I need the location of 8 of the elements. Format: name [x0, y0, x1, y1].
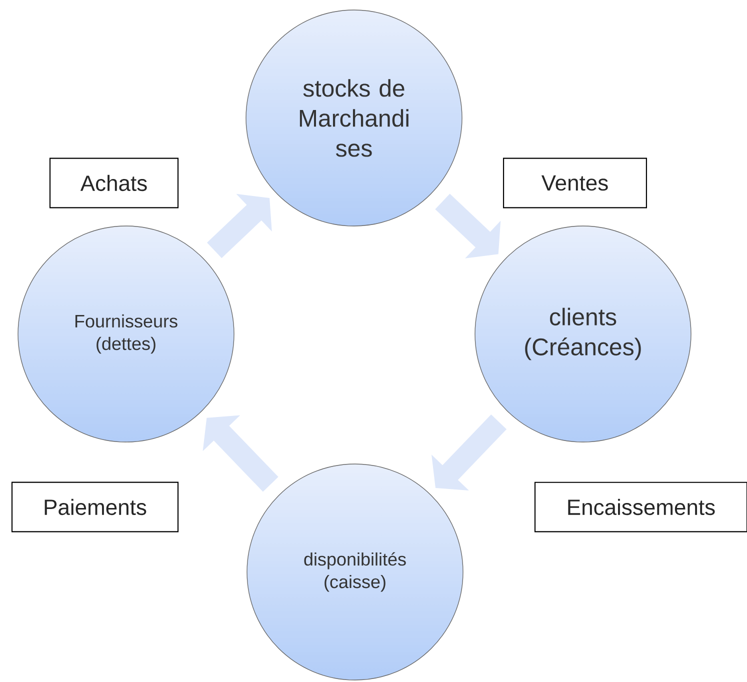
label-box: Paiements: [11, 482, 179, 532]
circle-node: Fournisseurs (dettes): [18, 226, 234, 442]
circle-node: stocks de Marchandi ses: [246, 10, 462, 226]
circle-node: disponibilités (caisse): [246, 464, 464, 680]
label-box: Ventes: [503, 158, 647, 208]
label-box: Achats: [49, 158, 179, 208]
circle-node: clients (Créances): [474, 226, 692, 442]
label-box: Encaissements: [534, 482, 747, 532]
